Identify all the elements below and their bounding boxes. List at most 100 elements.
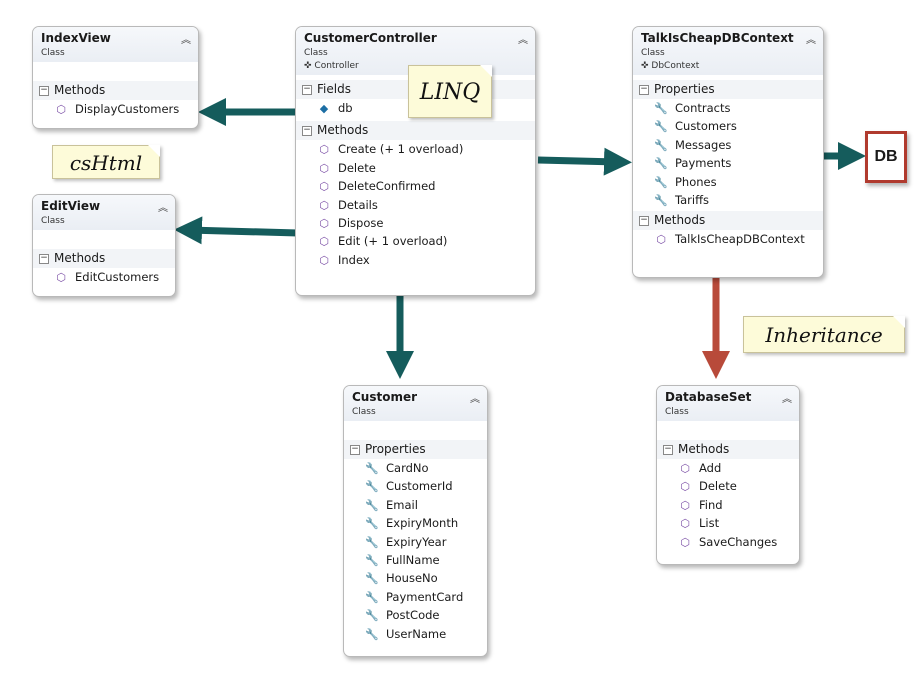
class-box-talkischeapdbcontext[interactable]: TalkIsCheapDBContext Class ✜ DbContext ︽… (632, 26, 824, 278)
property-label: ExpiryYear (386, 534, 447, 549)
method-row[interactable]: ⬡Add (657, 459, 799, 477)
property-row[interactable]: 🔧Email (344, 496, 487, 514)
method-row[interactable]: ⬡DeleteConfirmed (296, 177, 535, 195)
property-label: ExpiryMonth (386, 516, 459, 531)
method-label: Index (338, 252, 370, 267)
methods-section-header[interactable]: −Methods (33, 81, 198, 100)
class-box-databaseset[interactable]: DatabaseSet Class ︽ −Methods ⬡Add ⬡Delet… (656, 385, 800, 565)
class-header: TalkIsCheapDBContext Class ✜ DbContext ︽ (633, 27, 823, 75)
class-box-editview[interactable]: EditView Class ︽ −Methods ⬡EditCustomers (32, 194, 176, 297)
double-chevron-up-icon[interactable]: ︽ (158, 203, 168, 214)
method-cube-icon: ⬡ (56, 103, 66, 116)
double-chevron-up-icon[interactable]: ︽ (782, 394, 792, 405)
methods-section-header[interactable]: −Methods (657, 440, 799, 459)
base-class: ✜ Controller (304, 60, 527, 73)
property-row[interactable]: 🔧CardNo (344, 459, 487, 477)
method-row[interactable]: ⬡EditCustomers (33, 268, 175, 286)
double-chevron-up-icon[interactable]: ︽ (470, 394, 480, 405)
method-row[interactable]: ⬡Details (296, 196, 535, 214)
collapse-toggle-icon[interactable]: − (302, 124, 312, 136)
method-cube-icon: ⬡ (680, 462, 690, 475)
section-label: Methods (317, 123, 369, 138)
property-row[interactable]: 🔧Customers (633, 117, 823, 135)
method-label: DeleteConfirmed (338, 179, 436, 194)
inherit-arrow-icon: ✜ (641, 61, 652, 71)
arrow-controller-to-dbcontext (537, 147, 632, 176)
property-row[interactable]: 🔧ExpiryYear (344, 533, 487, 551)
property-row[interactable]: 🔧HouseNo (344, 569, 487, 587)
wrench-icon: 🔧 (654, 193, 668, 207)
class-box-indexview[interactable]: IndexView Class ︽ −Methods ⬡DisplayCusto… (32, 26, 199, 129)
wrench-icon: 🔧 (365, 480, 379, 494)
wrench-icon: 🔧 (654, 157, 668, 171)
method-label: Create (+ 1 overload) (338, 142, 464, 157)
double-chevron-up-icon[interactable]: ︽ (518, 35, 528, 46)
method-row[interactable]: ⬡Edit (+ 1 overload) (296, 232, 535, 250)
method-row[interactable]: ⬡TalkIsCheapDBContext (633, 230, 823, 248)
base-class: ✜ DbContext (641, 60, 815, 73)
method-cube-icon: ⬡ (680, 480, 690, 494)
property-row[interactable]: 🔧CustomerId (344, 477, 487, 495)
collapse-toggle-icon[interactable]: − (639, 214, 649, 226)
class-kind: Class (304, 48, 328, 58)
class-name: CustomerController (304, 31, 437, 45)
note-linq[interactable]: LINQ (408, 65, 492, 118)
methods-section-header[interactable]: −Methods (296, 121, 535, 141)
section-label: Methods (54, 251, 106, 265)
method-row[interactable]: ⬡Dispose (296, 214, 535, 232)
collapse-toggle-icon[interactable]: − (639, 83, 649, 95)
collapse-toggle-icon[interactable]: − (39, 84, 49, 96)
property-row[interactable]: 🔧Contracts (633, 99, 823, 117)
collapse-toggle-icon[interactable]: − (302, 83, 312, 95)
method-row[interactable]: ⬡Delete (657, 477, 799, 495)
method-row[interactable]: ⬡ DisplayCustomers (33, 100, 198, 118)
class-name: DatabaseSet (665, 390, 752, 404)
collapse-toggle-icon[interactable]: − (350, 443, 360, 455)
note-text: csHtml (69, 151, 143, 175)
methods-section-header[interactable]: −Methods (633, 211, 823, 231)
arrow-controller-to-editview (174, 216, 299, 245)
method-row[interactable]: ⬡Delete (296, 159, 535, 177)
method-row[interactable]: ⬡Find (657, 496, 799, 514)
property-row[interactable]: 🔧 Tariffs (633, 191, 823, 209)
methods-section-header[interactable]: −Methods (33, 249, 175, 268)
double-chevron-up-icon[interactable]: ︽ (181, 35, 191, 46)
wrench-icon: 🔧 (365, 553, 379, 567)
method-row[interactable]: ⬡SaveChanges (657, 533, 799, 551)
property-row[interactable]: 🔧 PaymentCard (344, 588, 487, 606)
property-label: CardNo (386, 461, 429, 475)
property-row[interactable]: 🔧Phones (633, 173, 823, 191)
method-row[interactable]: ⬡List (657, 514, 799, 532)
double-chevron-up-icon[interactable]: ︽ (806, 35, 816, 46)
properties-section-header[interactable]: −Properties (633, 80, 823, 99)
property-row[interactable]: 🔧Payments (633, 154, 823, 172)
property-row[interactable]: 🔧UserName (344, 625, 487, 643)
field-row[interactable]: ◆db (296, 99, 535, 117)
method-label: DisplayCustomers (75, 102, 180, 116)
note-cshtml[interactable]: csHtml (52, 145, 160, 179)
method-row[interactable]: ⬡Index (296, 251, 535, 269)
note-inheritance[interactable]: Inheritance (743, 316, 905, 353)
property-row[interactable]: 🔧ExpiryMonth (344, 514, 487, 532)
method-cube-icon: ⬡ (680, 535, 690, 549)
method-label: EditCustomers (75, 270, 160, 284)
wrench-icon: 🔧 (365, 590, 379, 604)
property-row[interactable]: 🔧PostCode (344, 606, 487, 624)
method-label: Delete (338, 160, 376, 175)
class-box-customercontroller[interactable]: CustomerController Class ✜ Controller ︽ … (295, 26, 536, 296)
class-name: TalkIsCheapDBContext (641, 31, 794, 45)
property-label: Tariffs (675, 192, 710, 207)
property-label: FullName (386, 552, 440, 567)
collapse-toggle-icon[interactable]: − (39, 252, 49, 264)
class-kind: Class (641, 48, 665, 58)
property-row[interactable]: 🔧 FullName (344, 551, 487, 569)
property-label: PaymentCard (386, 589, 464, 604)
note-text: LINQ (419, 80, 481, 105)
property-label: Customers (675, 119, 737, 134)
method-row[interactable]: ⬡Create (+ 1 overload) (296, 140, 535, 158)
database-box[interactable]: DB (865, 131, 907, 183)
class-box-customer[interactable]: Customer Class ︽ −Properties 🔧CardNo 🔧Cu… (343, 385, 488, 657)
properties-section-header[interactable]: −Properties (344, 440, 487, 459)
property-row[interactable]: 🔧Messages (633, 136, 823, 154)
collapse-toggle-icon[interactable]: − (663, 443, 673, 455)
